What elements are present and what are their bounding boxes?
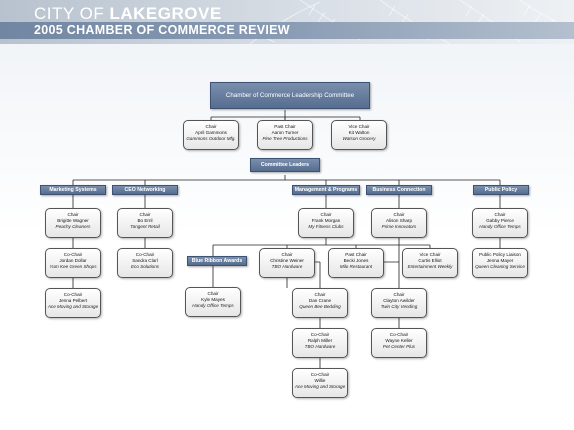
member-business-chair: Chair Alison Sharp Prime Innovators	[371, 208, 427, 238]
subtitle-bar	[0, 22, 574, 39]
leadership-committee-title: Chamber of Commerce Leadership Committee	[225, 92, 355, 99]
member-business-sub-chair: Chair Clayton Awilder Twin City Vending	[371, 288, 427, 318]
city-title: CITY OF LAKEGROVE	[34, 4, 222, 24]
top-member-chair: Chair April Gammons Gammons Outdoor Mfg.	[183, 120, 239, 150]
member-management-sub-cochair-1: Co-Chair Ralph Miller TBO Hardware	[292, 328, 348, 358]
member-marketing-cochair-2: Co-Chair Jenna Pelbert Ace Moving and St…	[45, 288, 101, 318]
member-business-sub-cochair: Co-Chair Wayne Keller Pet Center Plus	[371, 328, 427, 358]
city-name: LAKEGROVE	[109, 4, 222, 23]
committee-leaders-title: Committee Leaders	[260, 162, 310, 168]
top-member-past-chair: Past Chair Aaron Turner Pine Tree Produc…	[257, 120, 313, 150]
member-management-sub-chair: Chair Dan Crane Queen Bee Bedding	[292, 288, 348, 318]
committee-header-policy: Public Policy	[473, 185, 529, 195]
top-member-vice-chair: Vice Chair Kit Walton Watson Grocery	[331, 120, 387, 150]
review-subtitle: 2005 CHAMBER OF COMMERCE REVIEW	[34, 23, 290, 37]
member-ceo-cochair: Co-Chair Sandra Clarl Eco Solutions	[117, 248, 173, 278]
committee-header-ceo: CEO Networking	[112, 185, 178, 195]
member-blue-ribbon-chair: Chair Kyle Mayes Handy Office Temps	[185, 287, 241, 317]
city-prefix: CITY OF	[34, 4, 110, 23]
committee-header-management: Management & Programs	[292, 185, 360, 195]
member-management-chair: Chair Frank Morgan My Fitness Clubs	[298, 208, 354, 238]
member-business-vice-chair: Vice Chair Curtis Elliot Entertainment W…	[402, 248, 458, 278]
member-marketing-cochair-1: Co-Chair Jordan Dollar Yum Kee Green Sho…	[45, 248, 101, 278]
member-ceo-chair: Chair Bo Erril Tangent Retail	[117, 208, 173, 238]
committee-header-marketing: Marketing Systems	[40, 185, 106, 195]
member-management-past-chair: Past Chair Becki Jones Milo Restaurant	[328, 248, 384, 278]
member-policy-liaison: Public Policy Liaison Jenna Mayer Queen …	[472, 248, 528, 278]
leadership-committee-header: Chamber of Commerce Leadership Committee	[210, 82, 370, 109]
committee-header-blue-ribbon: Blue Ribbon Awards	[187, 256, 247, 266]
member-management-sub-cochair-2: Co-Chair Willie Ace Moving and Storage	[292, 368, 348, 398]
member-policy-chair: Chair Gabby Pierce Handy Office Temps	[472, 208, 528, 238]
committee-header-business: Business Connection	[366, 185, 432, 195]
committee-leaders-header: Committee Leaders	[250, 158, 320, 172]
member-management-chair-2: Chair Christine Weiner TBO Hardware	[259, 248, 315, 278]
member-marketing-chair: Chair Brigitte Wagner Peachy Cleaners	[45, 208, 101, 238]
